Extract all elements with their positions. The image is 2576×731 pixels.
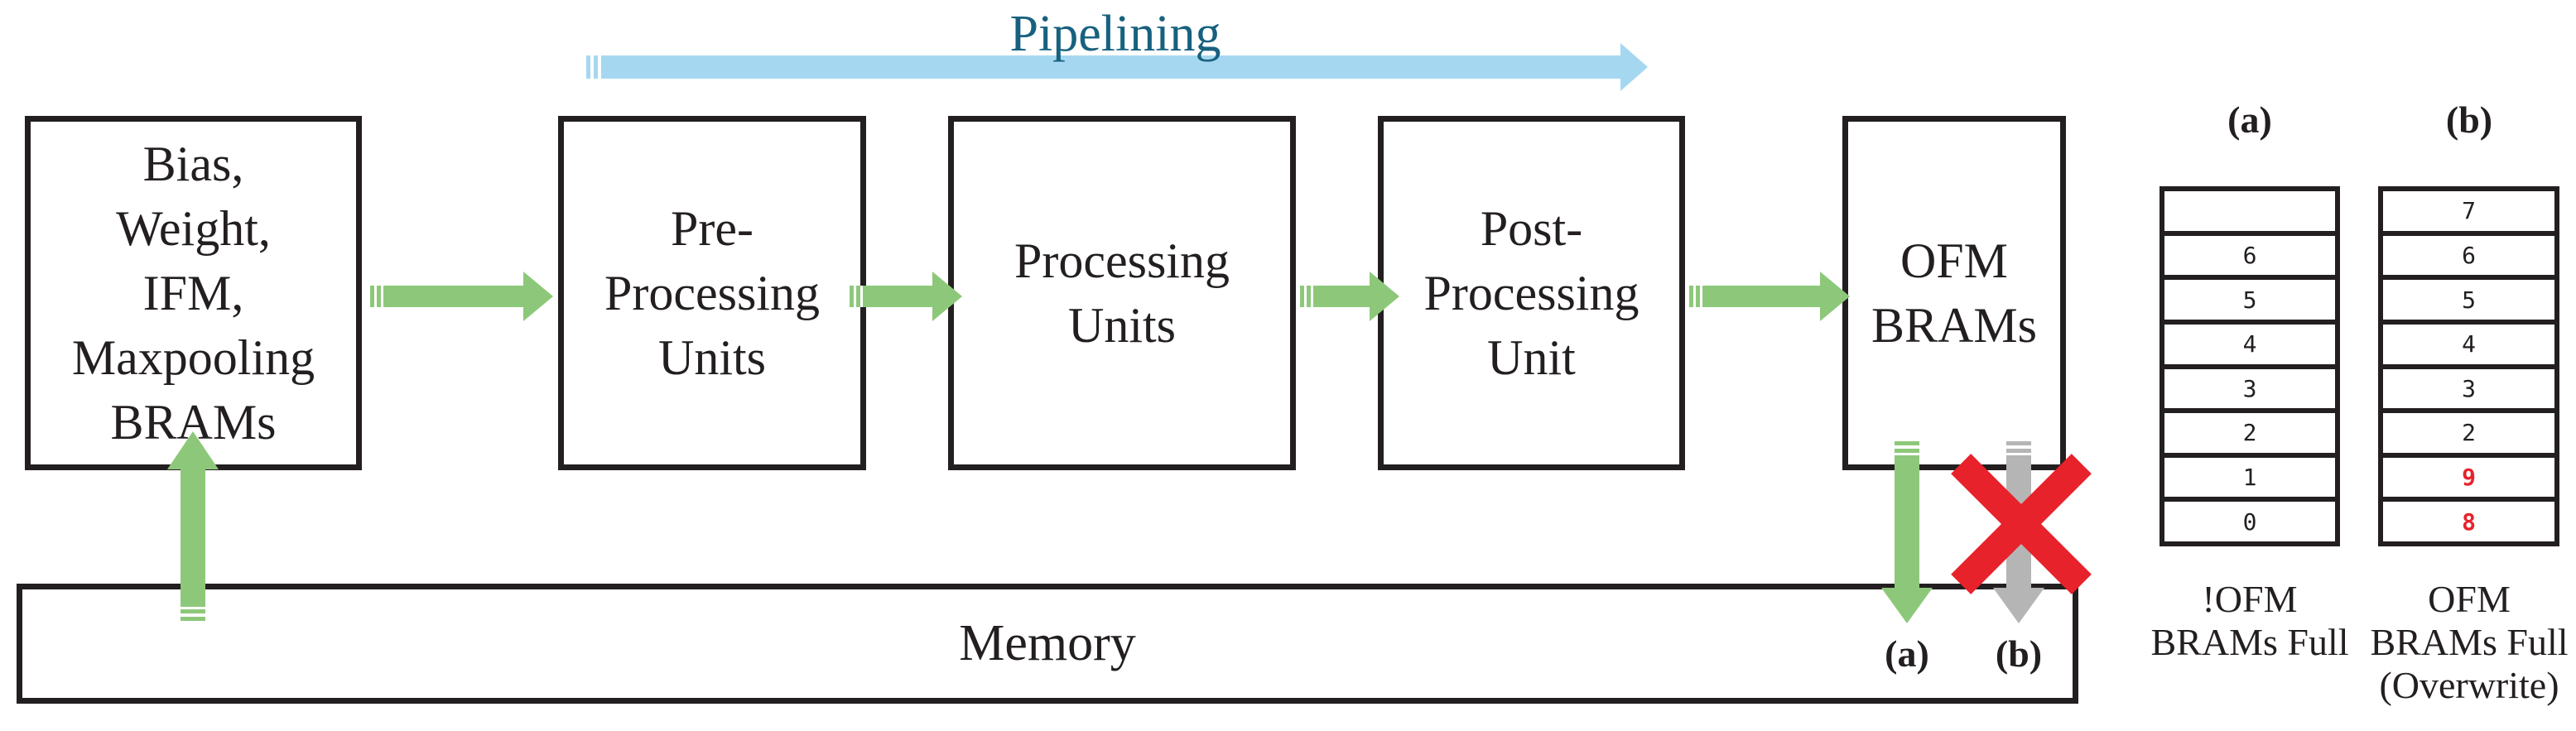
bram-slot: 2	[2164, 413, 2335, 458]
pipelining-label: Pipelining	[1009, 6, 1221, 62]
no-write-x-icon	[1950, 454, 2092, 594]
bram-slot: 2	[2383, 413, 2554, 458]
bram-table-a: 6 5 4 3 2 1 0	[2160, 186, 2340, 546]
flow-arrow-1-shaft	[370, 286, 523, 307]
block-bram-sources-line: Weight,	[116, 201, 271, 256]
bram-slot: 7	[2383, 191, 2554, 236]
ofm-write-arrow-shaft	[1895, 441, 1919, 588]
block-pre-processing-line: Units	[657, 330, 767, 385]
caption-line: !OFM	[2202, 578, 2298, 620]
block-bram-sources-line: IFM,	[142, 266, 244, 320]
bram-slot	[2164, 191, 2335, 236]
block-processing-line: Units	[1067, 298, 1177, 353]
bram-slot-overwritten: 8	[2462, 507, 2476, 536]
block-post-processing-line: Processing	[1423, 266, 1639, 320]
memory-read-arrow-shaft	[181, 469, 205, 621]
caption-line: BRAMs Full	[2370, 621, 2569, 663]
bram-slot: 1	[2164, 458, 2335, 503]
flow-arrow-3-icon	[1370, 272, 1399, 321]
block-bram-sources-line: Maxpooling	[71, 330, 315, 385]
bram-slot-overwritten: 9	[2383, 458, 2554, 503]
bram-slot: 4	[2164, 325, 2335, 369]
pipelining-arrow-shaft	[586, 55, 1620, 79]
caption-line: OFM	[2428, 578, 2511, 620]
bram-table-a-header: (a)	[2227, 99, 2272, 141]
block-ofm-brams-line: OFM	[1899, 233, 2009, 288]
bram-slot: 3	[2383, 369, 2554, 414]
flow-arrow-2-icon	[932, 272, 962, 321]
bram-slot: 0	[2242, 507, 2257, 536]
bram-slot: 6	[2383, 236, 2554, 281]
caption-line: (Overwrite)	[2379, 664, 2559, 706]
bram-table-b-caption: OFM BRAMs Full (Overwrite)	[2366, 578, 2573, 707]
block-memory: Memory	[17, 584, 2078, 704]
flow-arrow-2-shaft	[850, 286, 932, 307]
write-path-label: (a)	[1885, 632, 1929, 675]
bram-slot: 5	[2383, 280, 2554, 325]
block-pre-processing: Pre- Processing Units	[558, 116, 866, 470]
bram-table-b-header: (b)	[2445, 99, 2493, 141]
block-ofm-brams: OFM BRAMs	[1842, 116, 2066, 470]
block-ofm-brams-line: BRAMs	[1871, 298, 2038, 353]
block-bram-sources-line: Bias,	[142, 137, 244, 191]
block-processing-line: Processing	[1014, 233, 1230, 288]
ofm-write-arrow-icon	[1881, 588, 1933, 623]
flow-arrow-3-shaft	[1300, 286, 1370, 307]
block-post-processing-line: Unit	[1487, 330, 1576, 385]
block-post-processing: Post- Processing Unit	[1378, 116, 1685, 470]
bram-table-a-caption: !OFM BRAMs Full	[2146, 578, 2353, 664]
flow-arrow-4-icon	[1820, 272, 1850, 321]
memory-read-arrow-icon	[167, 431, 219, 469]
flow-arrow-1-icon	[523, 272, 553, 321]
block-bram-sources: Bias, Weight, IFM, Maxpooling BRAMs	[25, 116, 362, 470]
bram-slot: 5	[2164, 280, 2335, 325]
pipelining-arrow-icon	[1620, 43, 1648, 91]
blocked-path-label: (b)	[1995, 632, 2043, 675]
block-processing: Processing Units	[948, 116, 1296, 470]
block-pre-processing-line: Processing	[604, 266, 820, 320]
block-pre-processing-line: Pre-	[671, 201, 754, 256]
memory-label: Memory	[959, 615, 1136, 671]
bram-table-b: 7 6 5 4 3 2 9 8	[2378, 186, 2559, 546]
flow-arrow-4-shaft	[1689, 286, 1820, 307]
block-post-processing-line: Post-	[1480, 201, 1583, 256]
caption-line: BRAMs Full	[2150, 621, 2349, 663]
bram-slot: 4	[2383, 325, 2554, 369]
ofm-blocked-arrow-icon	[1993, 588, 2044, 623]
bram-slot: 3	[2164, 369, 2335, 414]
bram-slot: 6	[2164, 236, 2335, 281]
